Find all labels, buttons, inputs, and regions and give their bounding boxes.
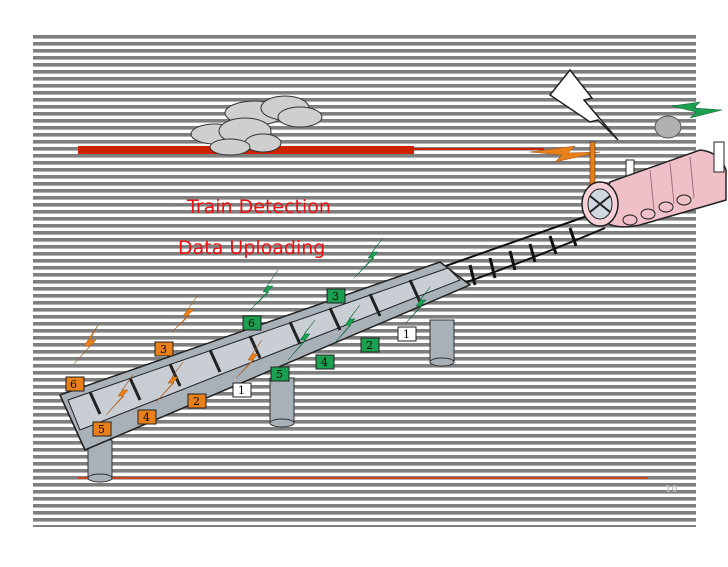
sensor-label: 3 (160, 343, 167, 356)
sensor-label: 1 (238, 384, 245, 397)
red-line-bottom (78, 477, 648, 479)
sensor-label: 3 (332, 290, 339, 303)
sensor-label: 2 (366, 339, 373, 352)
curved-track (439, 214, 606, 289)
sensor-box-white-1b: 1 (397, 326, 417, 342)
data-uploading-label: Data Uploading (178, 237, 326, 259)
sensor-box-orange-6: 6 (65, 376, 85, 392)
cloud-icon (224, 95, 323, 128)
sensor-box-orange-5: 5 (92, 421, 112, 437)
sensor-label: 1 (403, 328, 410, 341)
bridge-track-icon (58, 261, 472, 451)
sensor-label: 2 (193, 395, 200, 408)
sensor-label: 4 (321, 356, 328, 369)
sensor-box-white-1: 1 (232, 382, 252, 398)
bridge-pillar (429, 319, 455, 367)
train-icon (581, 115, 727, 228)
lightning-bolt-icon (73, 145, 601, 416)
bridge-pillar (269, 377, 295, 428)
sensor-label: 5 (98, 423, 105, 436)
striped-background (33, 34, 696, 527)
cloud-icon (190, 117, 282, 156)
sensor-box-green-2: 2 (360, 337, 380, 353)
sensor-box-green-5: 5 (270, 366, 290, 382)
sensor-label: 4 (143, 411, 150, 424)
sensor-box-green-3: 3 (326, 288, 346, 304)
sensor-box-orange-3: 3 (154, 341, 174, 357)
sensor-label: 6 (248, 317, 255, 330)
sensor-label: 5 (276, 368, 283, 381)
lightning-bolt-icon (249, 101, 723, 361)
sensor-label: 6 (70, 378, 77, 391)
red-line-top-ext (414, 148, 544, 150)
lightning-bolt-icon (548, 68, 619, 141)
page-number: 10 (665, 484, 678, 495)
sensor-box-green-6: 6 (242, 315, 262, 331)
sensor-box-orange-2: 2 (187, 393, 207, 409)
sensor-box-orange-4: 4 (137, 409, 157, 425)
train-detection-label: Train Detection (187, 196, 331, 218)
sensor-box-green-4: 4 (315, 354, 335, 370)
